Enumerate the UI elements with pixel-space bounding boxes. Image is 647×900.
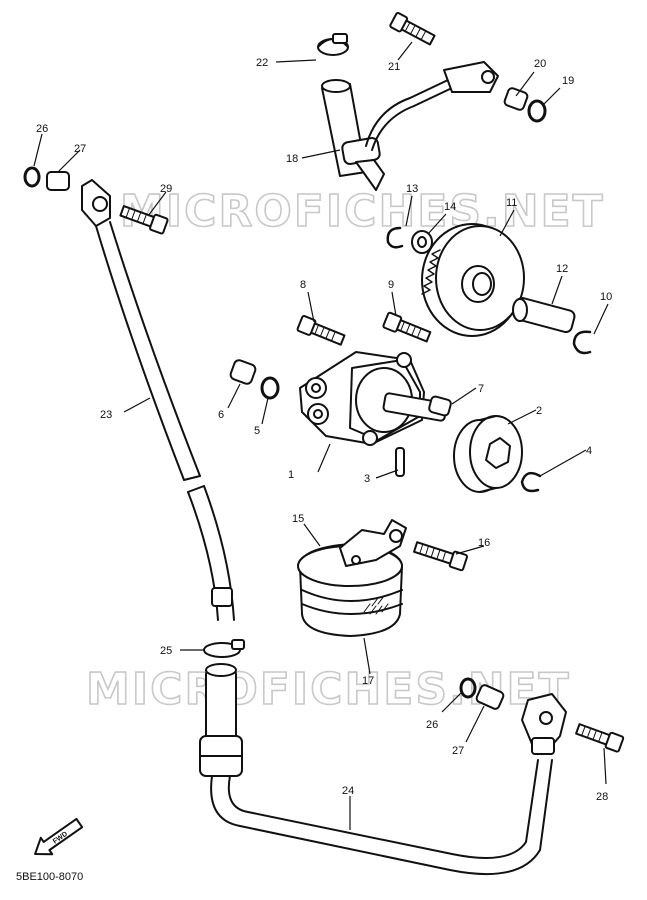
callout-23: 23 bbox=[100, 409, 112, 421]
callout-22: 22 bbox=[256, 57, 268, 69]
callout-4: 4 bbox=[586, 445, 592, 457]
callout-1: 1 bbox=[288, 469, 294, 481]
callout-2: 2 bbox=[536, 405, 542, 417]
callout-20: 20 bbox=[534, 58, 546, 70]
callout-10: 10 bbox=[600, 291, 612, 303]
drive-gear-assembly bbox=[386, 223, 592, 355]
callout-7: 7 bbox=[478, 383, 484, 395]
callout-9: 9 bbox=[388, 279, 394, 291]
callout-14: 14 bbox=[444, 201, 456, 213]
callout-19: 19 bbox=[562, 75, 574, 87]
forward-arrow: FWD bbox=[34, 817, 84, 856]
callout-3: 3 bbox=[364, 473, 370, 485]
callout-13: 13 bbox=[406, 183, 418, 195]
oil-pump-assembly bbox=[229, 311, 542, 493]
callout-6: 6 bbox=[218, 409, 224, 421]
callout-11: 11 bbox=[506, 197, 517, 209]
callout-5: 5 bbox=[254, 425, 260, 437]
breather-pipe-assembly bbox=[317, 12, 547, 191]
watermark-top: MICROFICHES.NET bbox=[120, 186, 605, 237]
callout-labels: 22 21 20 19 18 13 14 11 12 10 8 9 7 2 4 … bbox=[36, 57, 612, 803]
left-hose-assembly bbox=[23, 166, 245, 777]
callout-26-top: 26 bbox=[36, 123, 48, 135]
callout-24: 24 bbox=[342, 785, 354, 797]
oil-tank-assembly bbox=[297, 519, 468, 637]
callout-27-bottom: 27 bbox=[452, 745, 464, 757]
bottom-hose bbox=[210, 677, 625, 876]
callout-18: 18 bbox=[286, 153, 298, 165]
callout-27-top: 27 bbox=[74, 143, 86, 155]
callout-15: 15 bbox=[292, 513, 304, 525]
callout-21: 21 bbox=[388, 61, 400, 73]
callout-29: 29 bbox=[160, 183, 172, 195]
callout-28: 28 bbox=[596, 791, 608, 803]
leader-lines bbox=[33, 41, 609, 830]
callout-16: 16 bbox=[478, 537, 490, 549]
callout-8: 8 bbox=[300, 279, 306, 291]
diagram-code: 5BE100-8070 bbox=[16, 871, 83, 883]
callout-12: 12 bbox=[556, 263, 568, 275]
callout-25: 25 bbox=[160, 645, 172, 657]
callout-17: 17 bbox=[362, 675, 374, 687]
callout-26-bottom: 26 bbox=[426, 719, 438, 731]
